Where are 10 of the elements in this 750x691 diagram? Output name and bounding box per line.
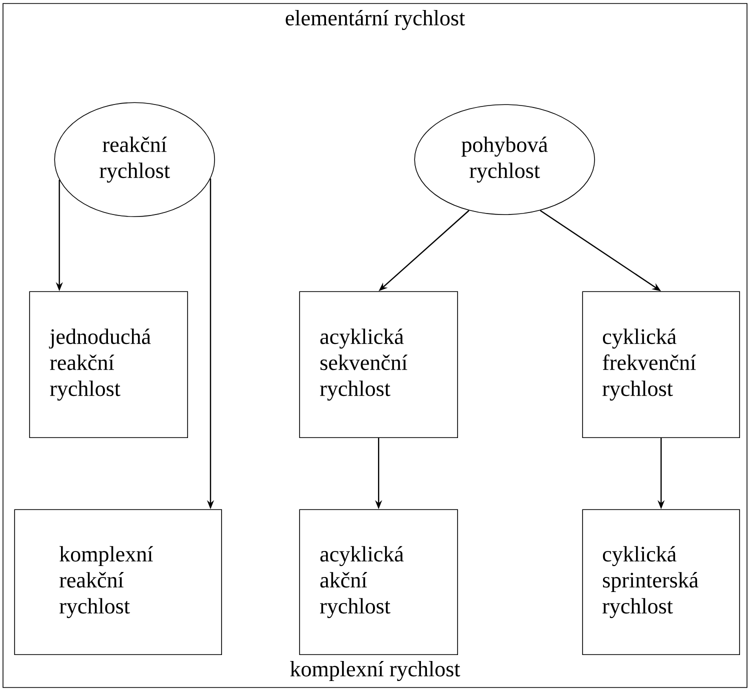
text-box: acyklická akční rychlost — [299, 509, 458, 655]
heading: elementární rychlost — [286, 10, 466, 30]
text-box: acyklická sekvenční rychlost — [299, 291, 458, 438]
ellipse-node: reakční rychlost — [54, 102, 215, 217]
text-box: komplexní reakční rychlost — [14, 509, 222, 655]
ellipse-node: pohybová rychlost — [414, 104, 595, 215]
text-box: cyklická sprinterská rychlost — [582, 509, 740, 655]
text-box: cyklická frekvenční rychlost — [582, 291, 740, 438]
footer-text: komplexní rychlost — [290, 660, 460, 682]
text-box: jednoduchá reakční rychlost — [29, 291, 188, 438]
